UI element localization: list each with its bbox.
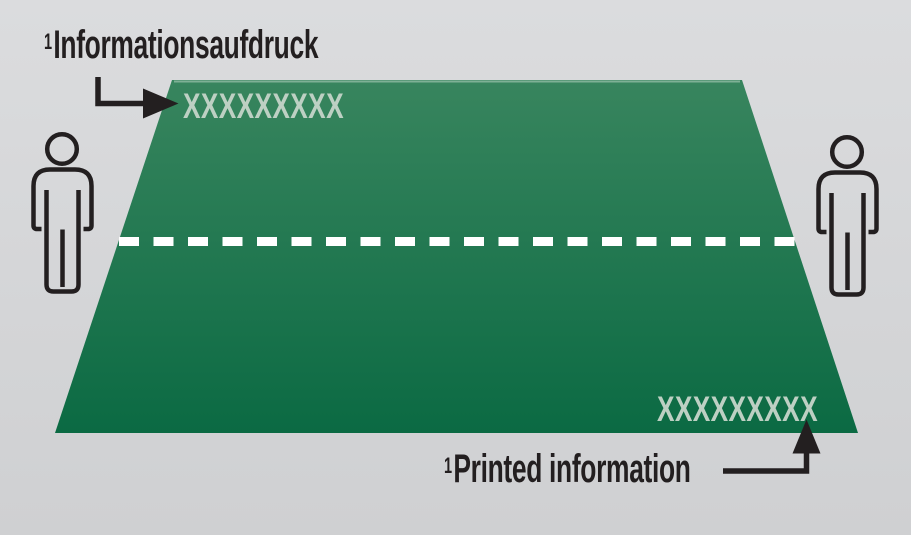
footnote-marker-top: 1 — [44, 28, 53, 54]
person-icon-left — [34, 134, 92, 291]
printed-info-placeholder-top: XXXXXXXXX — [183, 87, 344, 126]
label-printed-information: 1Printed information — [444, 449, 691, 489]
green-surface — [55, 80, 858, 433]
printed-info-placeholder-bottom: XXXXXXXXX — [657, 390, 818, 429]
bottom-callout-arrow — [723, 419, 821, 474]
label-printed-information-text: Printed information — [453, 447, 691, 491]
label-informationsaufdruck-text: Informationsaufdruck — [53, 23, 319, 67]
person-icon-right — [819, 137, 877, 294]
top-callout-arrow — [95, 77, 179, 119]
label-informationsaufdruck: 1Informationsaufdruck — [44, 25, 318, 65]
footnote-marker-bottom: 1 — [444, 452, 453, 478]
